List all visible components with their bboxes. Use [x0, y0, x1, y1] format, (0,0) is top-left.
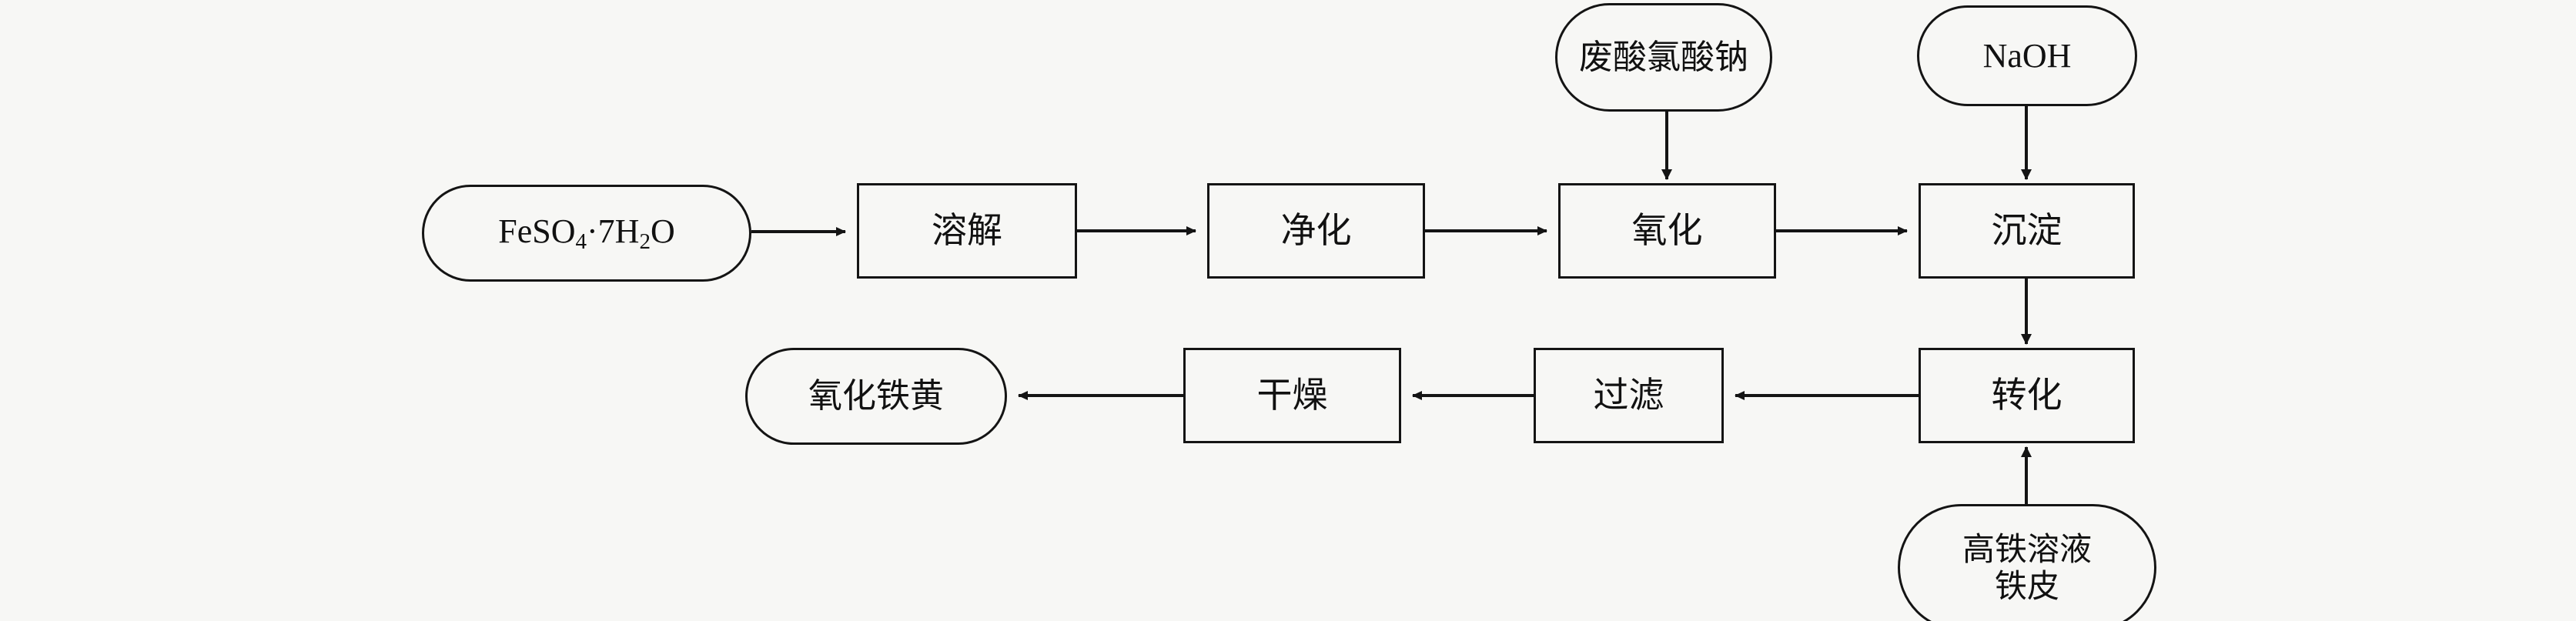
- node-filter[interactable]: 过滤: [1534, 348, 1724, 443]
- node-naoh[interactable]: NaOH: [1917, 5, 2137, 106]
- node-oxidize[interactable]: 氧化: [1558, 183, 1776, 279]
- node-naoh-label: NaOH: [1982, 36, 2072, 75]
- node-oxidize-label: 氧化: [1631, 209, 1703, 252]
- node-waste-label: 废酸氯酸钠: [1579, 37, 1748, 77]
- node-iron-oxide-yellow[interactable]: 氧化铁黄: [745, 348, 1007, 445]
- node-iron-oxide-yellow-label: 氧化铁黄: [808, 376, 944, 416]
- node-dissolve-label: 溶解: [932, 209, 1002, 252]
- node-feso4[interactable]: FeSO4·7H2O: [422, 185, 751, 282]
- node-waste-acid-sodium-chlorate[interactable]: 废酸氯酸钠: [1555, 3, 1772, 112]
- node-dry[interactable]: 干燥: [1183, 348, 1401, 443]
- node-filter-label: 过滤: [1593, 374, 1664, 416]
- node-high-iron-solution-scrap[interactable]: 高铁溶液 铁皮: [1898, 504, 2156, 621]
- node-purify[interactable]: 净化: [1207, 183, 1425, 279]
- node-precipitate-label: 沉淀: [1991, 209, 2062, 252]
- node-dissolve[interactable]: 溶解: [857, 183, 1077, 279]
- node-convert-label: 转化: [1991, 374, 2062, 416]
- node-feso4-label: FeSO4·7H2O: [498, 212, 675, 254]
- node-purify-label: 净化: [1280, 209, 1352, 252]
- node-dry-label: 干燥: [1256, 374, 1328, 416]
- node-precipitate[interactable]: 沉淀: [1919, 183, 2135, 279]
- node-convert[interactable]: 转化: [1919, 348, 2135, 443]
- node-high-iron-label: 高铁溶液 铁皮: [1962, 530, 2092, 605]
